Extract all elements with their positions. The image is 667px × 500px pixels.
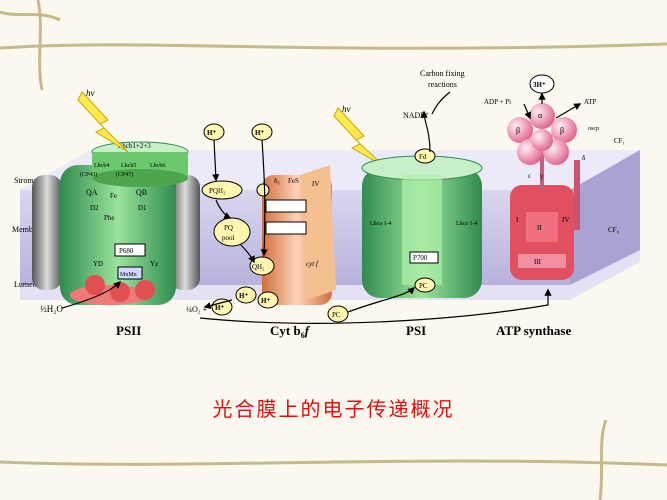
h2o-label: ½H₂O (40, 304, 63, 314)
figure-caption: 光合膜上的电子传递概况 (212, 397, 455, 421)
pc-label-psi: PC (419, 282, 428, 290)
three-h-label: 3H⁺ (533, 81, 546, 89)
epsilon-label: ε (528, 172, 531, 180)
lightning-icon (333, 107, 385, 167)
cfo-label: CF₀ (608, 226, 620, 234)
h-plus-label: H⁺ (215, 304, 224, 312)
atp-synthase-complex (507, 103, 580, 280)
hv-label-1: hν (86, 88, 95, 98)
beta-label-left: β (516, 126, 520, 135)
cp47-label: (CP47) (116, 171, 133, 178)
psi-complex (361, 155, 483, 298)
mn-cluster (117, 266, 143, 280)
alpha-label: α (538, 111, 543, 120)
psi-label: PSI (406, 323, 426, 338)
h-plus-ellipse (211, 298, 233, 316)
qh2-ellipse (249, 256, 275, 276)
qb-label: QB (136, 188, 147, 197)
cp43-label: (CP43) (80, 171, 97, 178)
fd-label: Fd (419, 153, 427, 161)
pqh2-top-label: PQH₂ (209, 187, 226, 195)
cyt-b6-label: b₆ (274, 177, 281, 185)
vine-decoration-bottom (0, 419, 667, 500)
pqh2-top-ellipse (201, 180, 243, 200)
lhcb5-label: Lhcb5 (121, 163, 136, 169)
p680-label: P680 (119, 247, 134, 255)
cytb6f-complex (262, 165, 336, 305)
delta-label: δ (582, 154, 586, 162)
mn-label: MnMn (120, 272, 137, 278)
h-plus-ellipse (235, 286, 257, 304)
pc-label-cyt: PC (332, 311, 341, 319)
p700-label: P700 (413, 254, 428, 262)
nadp-label: NADP⁺ (403, 111, 429, 120)
yd-label: YD (93, 260, 103, 268)
iv-label: IV (312, 180, 319, 188)
hv-label-2: hν (342, 104, 351, 114)
beta-label-right: β (560, 126, 564, 135)
lhca-left-label: Lhca 1-4 (370, 221, 392, 227)
pc-ellipse-cyt (327, 305, 349, 323)
oscp-label: oscp (588, 126, 599, 132)
lhcb4-label: Lhcb4 (94, 163, 109, 169)
o2-label: ¼O₂ + (186, 305, 208, 314)
lumen-label: Lumen (14, 280, 37, 289)
carbon-fixing-label-1: Carbon fixing (420, 69, 465, 78)
fd-ellipse (414, 148, 436, 164)
pheo-label: Phe (104, 214, 115, 222)
subunit-i-label: I (516, 216, 519, 224)
psii-label: PSII (116, 323, 141, 338)
lhca-right-label: Lhca 1-4 (456, 221, 478, 227)
pq-pool-label-1: PQ (224, 224, 233, 232)
subunit-iii-label: III (534, 258, 542, 266)
lightning-icon (77, 91, 129, 153)
vine-decoration-top (0, 0, 667, 91)
subunit-ii-label: II (537, 224, 542, 232)
h-plus-label: H⁺ (207, 129, 216, 137)
electron-flow-arrows (61, 91, 582, 324)
h-plus-label: H⁺ (261, 297, 270, 305)
yz-label: Yz (150, 260, 158, 268)
d2-label: D2 (90, 204, 99, 212)
qa-label: QA (86, 188, 98, 197)
q-site-top (256, 183, 270, 197)
h-plus-label: H⁺ (255, 129, 264, 137)
pq-pool-label-2: pool (222, 234, 235, 242)
p680-box (114, 243, 146, 257)
subunit-iv-label: IV (562, 216, 569, 224)
adp-pi-label: ADP + Pi (484, 98, 511, 106)
gamma-label: γ (539, 172, 543, 180)
atp-label: ATP (584, 98, 597, 106)
d1-label: D1 (138, 204, 147, 212)
membrane-label: Membrane (12, 225, 47, 234)
carbon-fixing-label-2: reactions (428, 80, 457, 89)
qh2-label: QH₂ (252, 263, 265, 271)
pq-pool-ellipse (213, 217, 251, 247)
stroma-label: Stroma (14, 176, 38, 185)
fe-label: Fe (110, 192, 117, 200)
psii-complex (32, 141, 200, 305)
h-plus-label: H⁺ (239, 292, 248, 300)
cf1-label: CF₁ (614, 137, 625, 145)
lhcb6-label: Lhcb6 (150, 163, 165, 169)
h-plus-ellipse (257, 291, 279, 309)
fes-label: FeS (288, 177, 299, 185)
cytbf-label: Cyt b6f (270, 323, 311, 340)
atp-synthase-label: ATP synthase (496, 323, 571, 338)
lhcb123-label: Lhcb1+2+3 (118, 142, 151, 150)
pc-ellipse-psi (414, 277, 436, 293)
cyt-f-label: cyt f (306, 260, 319, 268)
p700-box (409, 251, 439, 264)
